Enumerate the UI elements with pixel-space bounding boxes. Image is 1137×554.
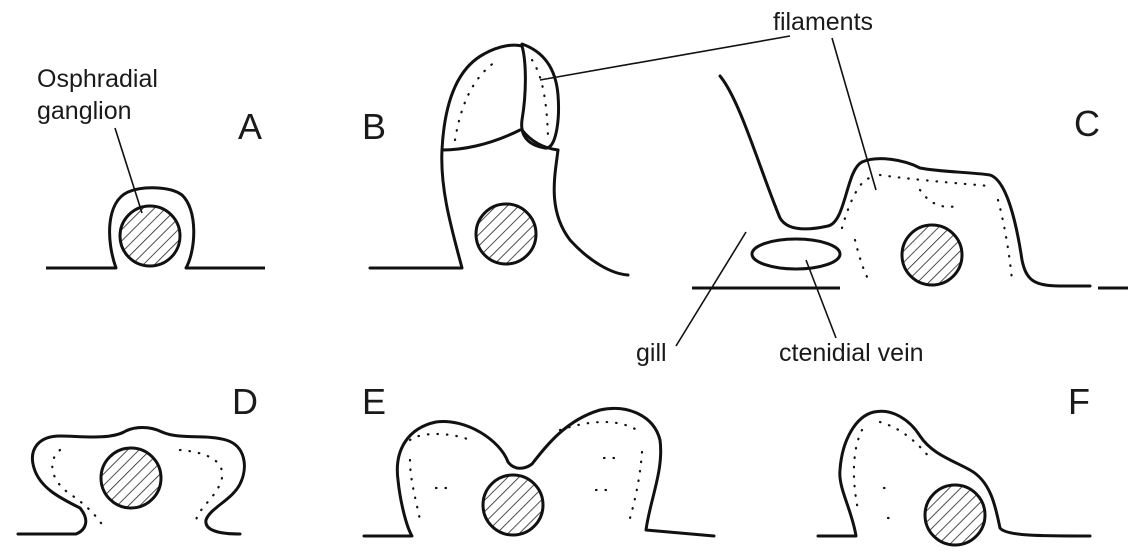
panel-a-label: A [238, 106, 262, 147]
panel-d-label: D [232, 381, 258, 422]
panel-d: D [18, 381, 258, 534]
panel-e: E [362, 381, 714, 536]
panel-b-label: B [362, 106, 386, 147]
filaments-label: filaments [773, 8, 873, 36]
filaments-leader-b [540, 36, 790, 80]
panel-f-ganglion [925, 485, 985, 545]
panel-c-label: C [1074, 103, 1100, 144]
panel-f: F [818, 381, 1090, 545]
ctenidial-vein-leader [806, 260, 836, 338]
ctenidial-vein-shape [752, 239, 840, 269]
panel-a: A Osphradial ganglion [37, 65, 265, 268]
ctenidial-vein-label: ctenidial vein [779, 339, 924, 367]
panel-c: C gill ctenidial vein [636, 76, 1128, 367]
osphradial-ganglion-label-line2: ganglion [37, 97, 132, 125]
panel-d-ganglion [101, 448, 161, 508]
panel-e-label: E [362, 381, 386, 422]
osphradial-ganglion-label-line1: Osphradial [37, 65, 158, 93]
panel-b: B filaments [362, 8, 876, 275]
gill-label: gill [636, 339, 667, 367]
panel-b-ganglion [476, 204, 536, 264]
panel-e-ganglion [483, 475, 543, 535]
filaments-leader-c [832, 38, 876, 190]
panel-f-label: F [1068, 381, 1090, 422]
panel-a-ganglion [120, 206, 180, 266]
panel-c-ganglion [902, 225, 962, 285]
panel-b-filament-divider [442, 130, 520, 150]
panel-b-filament-stippling [455, 60, 548, 140]
